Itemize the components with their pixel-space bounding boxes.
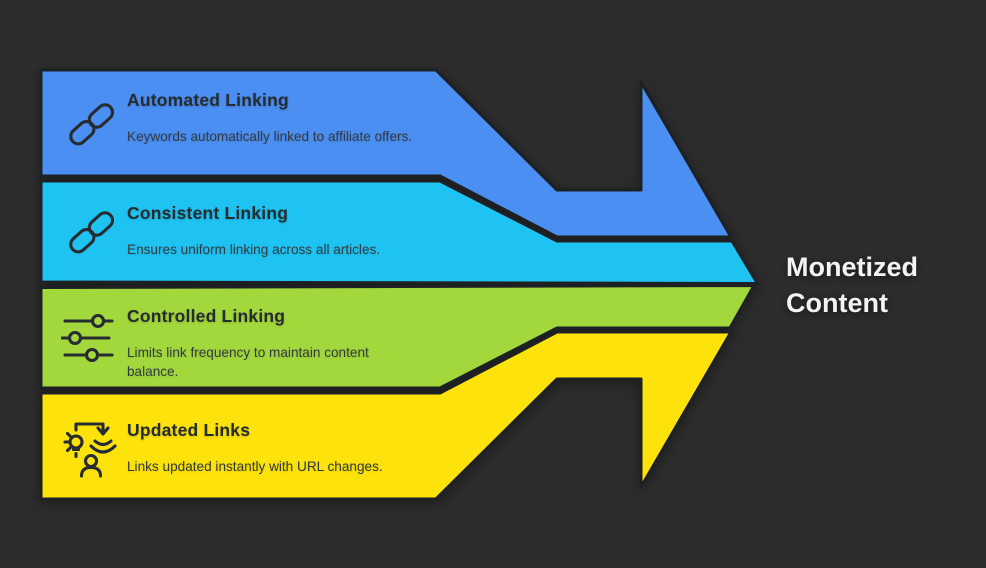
band-automated-description: Keywords automatically linked to affilia… bbox=[127, 129, 413, 144]
band-updated-description: Links updated instantly with URL changes… bbox=[127, 459, 383, 474]
result-label: Monetized Content bbox=[786, 252, 918, 318]
band-controlled-heading: Controlled Linking bbox=[127, 306, 286, 326]
band-consistent-heading: Consistent Linking bbox=[127, 203, 289, 223]
band-controlled-description: Limits link frequency to maintain conten… bbox=[127, 345, 369, 379]
band-consistent-description: Ensures uniform linking across all artic… bbox=[127, 242, 381, 257]
band-shape-controlled bbox=[39, 284, 756, 390]
band-shape-updated bbox=[39, 330, 733, 501]
band-automated-heading: Automated Linking bbox=[127, 90, 289, 110]
band-consistent-copy: Consistent Linking Ensures uniform linki… bbox=[127, 202, 413, 259]
band-controlled-copy: Controlled Linking Limits link frequency… bbox=[127, 305, 413, 381]
band-automated-copy: Automated Linking Keywords automatically… bbox=[127, 89, 413, 146]
band-updated-copy: Updated Links Links updated instantly wi… bbox=[127, 419, 413, 476]
band-shape-consistent bbox=[39, 179, 759, 285]
band-updated-heading: Updated Links bbox=[127, 420, 251, 440]
band-shape-automated bbox=[39, 68, 733, 239]
